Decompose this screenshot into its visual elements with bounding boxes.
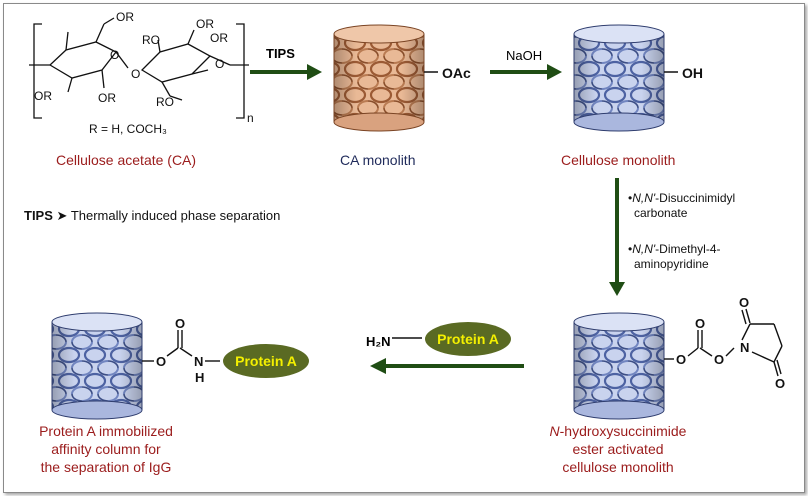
tips-legend: TIPS ➤ Thermally induced phase separatio…: [24, 208, 280, 224]
product-monolith-cylinder: [51, 312, 143, 420]
cellulose-acetate-label: Cellulose acetate (CA): [56, 152, 197, 168]
nhs-ester-structure: [664, 308, 783, 377]
reagent-2: •N,N'-Dimethyl-4- aminopyridine: [628, 242, 721, 272]
nhs-label-line2: ester activated: [572, 441, 664, 457]
nhs-monolith-label: N-hydroxysuccinimide ester activated cel…: [528, 422, 708, 476]
atom-label: H: [195, 370, 204, 385]
atom-label: RO: [156, 95, 174, 109]
bullet: •: [628, 242, 633, 256]
nhs-label-line1: -hydroxysuccinimide: [559, 423, 687, 439]
tips-arrow-label: TIPS: [266, 46, 295, 61]
atom-label: O: [676, 352, 686, 367]
protein-a-immobilized: Protein A: [223, 344, 309, 378]
carbamate-structure: [142, 330, 220, 362]
nhs-monolith-cylinder: [573, 312, 665, 420]
diagram-canvas: OR O OR RO OR O OR RO OR O n: [29, 10, 785, 420]
atom-label: OR: [196, 17, 214, 31]
atom-label: O: [156, 354, 166, 369]
nhs-ester-atoms: O O N O O O: [676, 295, 785, 391]
right-bracket: [236, 23, 245, 119]
atom-label: O: [131, 67, 140, 81]
ca-monolith-cylinder: [333, 24, 425, 132]
atom-label: O: [775, 376, 785, 391]
naoh-arrow-label: NaOH: [506, 48, 543, 63]
reagent-2-line1: -Dimethyl-4-: [655, 242, 721, 256]
atom-label: OR: [34, 89, 52, 103]
atom-label: O: [695, 316, 705, 331]
r-definition: R = H, COCH₃: [89, 122, 167, 136]
reagent-1-line1: -Disuccinimidyl: [655, 191, 736, 205]
repeat-subscript: n: [247, 111, 254, 125]
ca-monolith-label: CA monolith: [340, 152, 416, 168]
atom-label: O: [215, 57, 224, 71]
reagent-1-prefix: N,N': [632, 191, 656, 205]
cellulose-oh-group: OH: [664, 65, 703, 81]
product-label-line3: the separation of IgG: [40, 459, 172, 475]
atom-label: N: [194, 354, 203, 369]
atom-label: O: [110, 48, 119, 62]
oh-label: OH: [682, 65, 703, 81]
atom-label: O: [714, 352, 724, 367]
legend-arrow-icon: ➤: [56, 208, 68, 223]
reagent-2-line2: aminopyridine: [634, 257, 709, 271]
reaction-arrows: [250, 64, 625, 374]
atom-label: OR: [98, 91, 116, 105]
cellulose-acetate-structure: [29, 17, 249, 119]
ca-oac-group: OAc: [424, 65, 471, 81]
atom-label: O: [739, 295, 749, 310]
cellulose-acetate-labels: OR O OR RO OR O OR RO OR O n: [34, 10, 254, 125]
reagent-1: •N,N'-Disuccinimidyl carbonate: [628, 191, 735, 221]
legend-abbr: TIPS: [24, 208, 53, 223]
carbamate-atoms: O O N H: [156, 316, 204, 385]
atom-label: OR: [210, 31, 228, 45]
amine-label: H₂N: [366, 334, 391, 349]
nhs-label-italic: N: [549, 423, 560, 439]
cellulose-monolith-label: Cellulose monolith: [561, 152, 676, 168]
atom-label: RO: [142, 33, 160, 47]
nhs-label-line3: cellulose monolith: [562, 459, 674, 475]
cellulose-monolith-cylinder: [573, 24, 665, 132]
reagent-2-prefix: N,N': [632, 242, 656, 256]
oac-label: OAc: [442, 65, 471, 81]
atom-label: N: [740, 340, 749, 355]
reagent-1-line2: carbonate: [634, 206, 688, 220]
bullet: •: [628, 191, 633, 205]
left-bracket: [33, 23, 42, 119]
product-label-line2: affinity column for: [51, 441, 161, 457]
product-label: Protein A immobilized affinity column fo…: [6, 422, 206, 476]
legend-definition: Thermally induced phase separation: [70, 208, 281, 223]
product-label-line1: Protein A immobilized: [39, 423, 173, 439]
atom-label: O: [175, 316, 185, 331]
protein-a-reagent: Protein A: [425, 322, 511, 356]
atom-label: OR: [116, 10, 134, 24]
diagram-frame: OR O OR RO OR O OR RO OR O n: [3, 3, 805, 493]
